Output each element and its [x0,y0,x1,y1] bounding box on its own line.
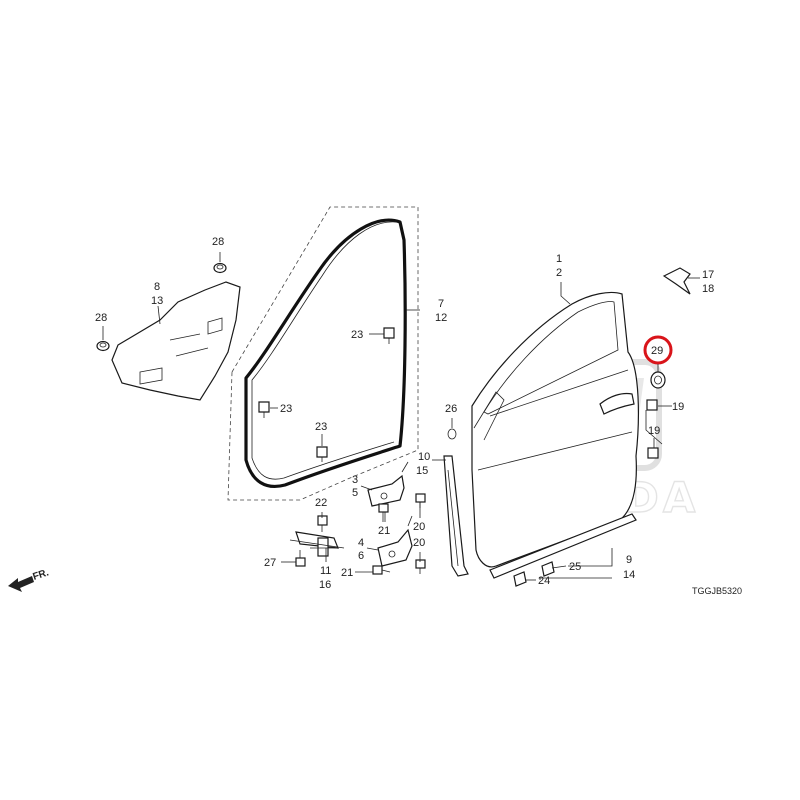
callout-23-lower[interactable]: 23 [315,421,327,433]
callout-29[interactable]: 29 [651,345,663,357]
callout-28-upper[interactable]: 28 [212,236,224,248]
bolt-28-lower[interactable] [96,340,110,352]
callout-20-lower[interactable]: 20 [413,537,425,549]
callout-22[interactable]: 22 [315,497,327,509]
callout-19-upper[interactable]: 19 [672,401,684,413]
direction-label: FR. [32,567,51,583]
callout-25[interactable]: 25 [569,561,581,573]
bumper-29[interactable] [650,371,666,389]
callout-18[interactable]: 18 [702,283,714,295]
arrow-left-icon [8,576,34,592]
callout-1[interactable]: 1 [556,253,562,265]
weatherstrip-boundary [227,206,419,501]
door-hole-seal-panel[interactable] [111,281,241,401]
callout-9[interactable]: 9 [626,554,632,566]
callout-28-lower[interactable]: 28 [95,312,107,324]
clip-25[interactable] [541,561,555,577]
door-weatherstrip[interactable] [244,218,407,488]
door-lower-garnish[interactable] [489,513,637,579]
callout-4[interactable]: 4 [358,537,364,549]
hinge-bolt-20-lower[interactable] [415,559,426,574]
callout-26[interactable]: 26 [445,403,457,415]
checker-bolt-22[interactable] [317,515,328,532]
highlight-circle-29 [643,335,673,365]
callout-8[interactable]: 8 [154,281,160,293]
hinge-bolt-21-upper[interactable] [378,503,389,522]
callout-17[interactable]: 17 [702,269,714,281]
callout-labels: 1 2 3 4 5 6 7 8 9 10 11 12 13 14 15 16 1… [95,236,714,591]
callout-15[interactable]: 15 [416,465,428,477]
callout-23-middle[interactable]: 23 [280,403,292,415]
upper-door-hinge[interactable] [367,461,409,507]
grommet-26[interactable] [447,428,457,440]
mirror-garnish-17-18[interactable] [662,267,691,295]
clip-23-middle[interactable] [258,401,270,418]
callout-12[interactable]: 12 [435,312,447,324]
callout-13[interactable]: 13 [151,295,163,307]
callout-20-upper[interactable]: 20 [413,521,425,533]
callout-21-upper[interactable]: 21 [378,525,390,537]
callout-23-upper[interactable]: 23 [351,329,363,341]
callout-27[interactable]: 27 [264,557,276,569]
callout-7[interactable]: 7 [438,298,444,310]
checker-bolt-27[interactable] [295,550,306,567]
lower-door-hinge[interactable] [377,515,413,567]
clip-24[interactable] [513,571,527,587]
diagram-code: TGGJB5320 [692,586,742,596]
bolt-28-upper[interactable] [213,262,227,274]
clip-23-upper[interactable] [383,327,395,344]
hinge-bolt-20-upper[interactable] [415,493,426,508]
front-door-sash-seal[interactable] [443,455,469,577]
callout-21-lower[interactable]: 21 [341,567,353,579]
callout-3[interactable]: 3 [352,474,358,486]
clip-23-lower[interactable] [316,446,328,462]
leader-lines [102,252,700,581]
door-checker[interactable] [289,531,345,557]
front-direction-indicator: FR. [8,567,50,592]
callout-11[interactable]: 11 [320,565,331,577]
callout-5[interactable]: 5 [352,487,358,499]
callout-10[interactable]: 10 [418,451,430,463]
callout-16[interactable]: 16 [319,579,331,591]
callout-14[interactable]: 14 [623,569,635,581]
bolt-19-lower[interactable] [647,447,659,459]
callout-19-lower[interactable]: 19 [648,425,660,437]
callout-2[interactable]: 2 [556,267,562,279]
callout-24[interactable]: 24 [538,575,550,587]
callout-6[interactable]: 6 [358,550,364,562]
hinge-bolt-21-lower[interactable] [372,565,391,575]
front-door-panel[interactable] [471,291,639,568]
bolt-19-upper[interactable] [646,399,658,411]
